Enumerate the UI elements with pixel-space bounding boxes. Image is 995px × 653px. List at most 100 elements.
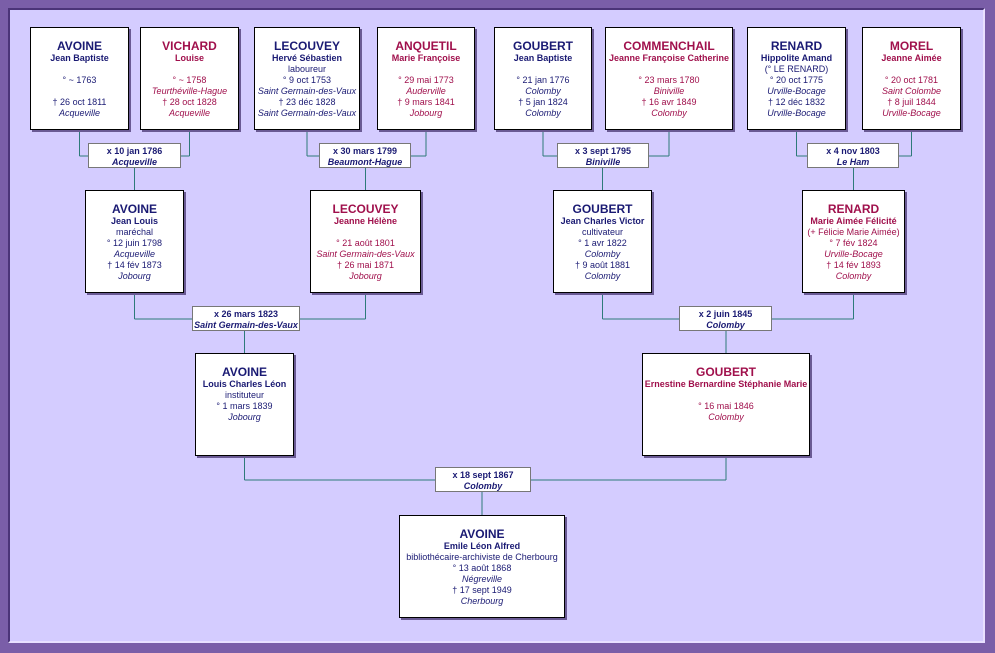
person-detail-line: ° 23 mars 1780	[638, 75, 700, 85]
person-detail-line: † 23 déc 1828	[278, 97, 336, 107]
person-given-names: Jeanne Aimée	[881, 53, 942, 63]
person-detail-line: ° 1 avr 1822	[578, 238, 627, 248]
person-detail-line: Saint Germain-des-Vaux	[257, 86, 357, 96]
person-surname: GOUBERT	[696, 365, 756, 379]
person-detail-line: † 16 avr 1849	[641, 97, 697, 107]
person-detail-line: Acqueville	[113, 249, 156, 259]
person-detail-line: ° 21 jan 1776	[516, 75, 570, 85]
marriage-place: Beaumont-Hague	[327, 157, 403, 167]
person-given-names: Ernestine Bernardine Stéphanie Marie	[644, 379, 808, 389]
person-detail-line: Saint Germain-des-Vaux	[316, 249, 415, 259]
marriage-place: Acqueville	[111, 157, 158, 167]
person-detail-line: Auderville	[406, 86, 446, 96]
person-detail-line: Négreville	[461, 574, 503, 584]
spacer	[863, 64, 960, 75]
person-given-names: Jean Charles Victor	[560, 216, 645, 226]
person-given-names: Jean Baptiste	[513, 53, 573, 63]
person-given-names: Louise	[174, 53, 204, 63]
person-detail-line: Colomby	[584, 271, 621, 281]
marriage-date: x 2 juin 1845	[698, 309, 753, 319]
person-detail-line: Acqueville	[58, 108, 101, 118]
person-detail-line: Colomby	[525, 108, 561, 118]
person-surname: GOUBERT	[572, 202, 633, 216]
marriage-date: x 30 mars 1799	[332, 146, 398, 156]
person-surname: COMMENCHAIL	[623, 39, 715, 53]
person-detail-line: Urville-Bocage	[767, 86, 826, 96]
person-detail-line: ° 13 août 1868	[452, 563, 512, 573]
person-detail-line: bibliothécaire-archiviste de Cherbourg	[406, 552, 558, 562]
person-detail-line: ° 29 mai 1773	[398, 75, 454, 85]
person-surname: RENARD	[770, 39, 823, 53]
person-detail-line: Biniville	[653, 86, 685, 96]
person-given-names: Marie Françoise	[391, 53, 461, 63]
person-detail-line: Colomby	[525, 86, 561, 96]
person-detail-line: laboureur	[287, 64, 327, 74]
person-detail-line: Colomby	[651, 108, 687, 118]
marriage-date: x 18 sept 1867	[452, 470, 514, 480]
person-given-names: Jeanne Hélène	[333, 216, 398, 226]
person-surname: AVOINE	[111, 202, 158, 216]
person-detail-line: † 28 oct 1828	[162, 97, 217, 107]
person-detail-line: Colomby	[708, 412, 744, 422]
person-given-names: Emile Léon Alfred	[443, 541, 521, 551]
person-detail-line: ° 7 fév 1824	[829, 238, 878, 248]
person-detail-line: Jobourg	[349, 271, 382, 281]
person-detail-line: ° ~ 1758	[172, 75, 207, 85]
person-detail-line: † 5 jan 1824	[518, 97, 568, 107]
person-surname: AVOINE	[56, 39, 103, 53]
person-detail-line: ° ~ 1763	[62, 75, 97, 85]
person-surname: VICHARD	[162, 39, 217, 53]
person-surname: RENARD	[827, 202, 880, 216]
person-surname: MOREL	[889, 39, 934, 53]
marriage-place: Colomby	[706, 320, 745, 330]
person-detail-line: Urville-Bocage	[882, 108, 941, 118]
person-detail-line: † 17 sept 1949	[452, 585, 512, 595]
marriage-place: Biniville	[585, 157, 621, 167]
person-detail-line: Cherbourg	[460, 596, 504, 606]
person-detail-line: † 8 juil 1844	[887, 97, 936, 107]
spacer	[606, 64, 732, 75]
person-given-names: Jeanne Françoise Catherine	[608, 53, 730, 63]
person-detail-line: ° 16 mai 1846	[698, 401, 754, 411]
person-detail-line: Jobourg	[409, 108, 443, 118]
person-detail-line: ° 21 août 1801	[336, 238, 395, 248]
spacer	[311, 227, 420, 238]
person-surname: AVOINE	[459, 527, 505, 541]
person-detail-line: maréchal	[115, 227, 153, 237]
person-detail-line: Jobourg	[118, 271, 151, 281]
person-detail-line: Saint Colombe	[881, 86, 942, 96]
person-surname: GOUBERT	[513, 39, 573, 53]
person-detail-line: instituteur	[224, 390, 265, 400]
person-detail-line: Colomby	[835, 271, 872, 281]
marriage-date: x 3 sept 1795	[574, 146, 632, 156]
person-detail-line: Urville-Bocage	[824, 249, 883, 259]
person-given-names: Jean Baptiste	[50, 53, 109, 63]
marriage-date: x 10 jan 1786	[106, 146, 163, 156]
person-detail-line: Saint Germain-des-Vaux	[257, 108, 357, 118]
person-detail-line: ° 1 mars 1839	[216, 401, 273, 411]
person-surname: AVOINE	[221, 365, 268, 379]
spacer	[141, 64, 238, 75]
person-detail-line: Urville-Bocage	[767, 108, 826, 118]
person-detail-line: ° 9 oct 1753	[282, 75, 332, 85]
person-detail-line: † 14 fév 1893	[826, 260, 881, 270]
